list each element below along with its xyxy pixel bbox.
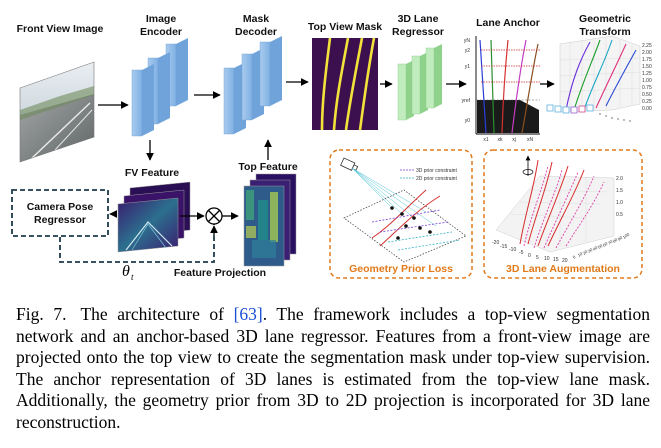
mask-decoder-label-1: Mask bbox=[243, 13, 269, 25]
lane-regressor-block bbox=[397, 44, 442, 121]
aug-z-tick-1: 10 bbox=[577, 251, 584, 258]
figure-number: Fig. 7. bbox=[16, 304, 67, 324]
theta-dashed-path bbox=[59, 224, 215, 263]
figure-caption: Fig. 7. The architecture of [63]. The fra… bbox=[16, 304, 650, 434]
aug-z-tick-8: 80 bbox=[612, 237, 619, 244]
geometry-prior-loss-panel: 3D prior constraint 2D prior constraint bbox=[329, 149, 473, 279]
camera-pose-regressor-box bbox=[11, 189, 109, 237]
aug-z-tick-10: 100 bbox=[622, 231, 631, 239]
lane-augmentation-panel: 2.0 1.5 1.0 0.5 -20 -15 -10 -5 0 5 10 15… bbox=[483, 149, 643, 279]
top-view-mask-image bbox=[312, 37, 378, 131]
fv-feature-label: FV Feature bbox=[125, 167, 179, 179]
aug-x-tick-2: -10 bbox=[509, 247, 516, 253]
aug-x-tick-3: -5 bbox=[519, 250, 524, 256]
aug-z-tick-7: 70 bbox=[607, 239, 614, 246]
lane-augmentation-label: 3D Lane Augmentation bbox=[506, 263, 620, 275]
geo-tick-3: 1.50 bbox=[642, 64, 652, 70]
geometric-transform-plot: 2.25 2.00 1.75 1.50 1.25 1.00 0.75 0.50 … bbox=[546, 35, 652, 122]
mask-decoder-block bbox=[223, 36, 282, 135]
anchor-y-tick-N: yN bbox=[464, 38, 471, 44]
feature-projection-label: Feature Projection bbox=[174, 267, 266, 279]
aug-x-tick-6: 10 bbox=[544, 256, 550, 262]
aug-z-tick-9: 90 bbox=[617, 235, 624, 242]
anchor-x-tick-k: xk bbox=[498, 137, 504, 143]
anchor-y-tick-1: y1 bbox=[465, 64, 471, 70]
front-view-image bbox=[19, 61, 95, 163]
theta-symbol: θ bbox=[122, 263, 130, 280]
aug-z-tick-2: 20 bbox=[582, 249, 589, 256]
geo-tick-1: 2.00 bbox=[642, 50, 652, 56]
anchor-y-tick-ref: yref bbox=[462, 98, 471, 104]
aug-z-tick-0: 0 bbox=[572, 254, 577, 260]
image-encoder-block bbox=[131, 38, 188, 137]
geo-tick-6: 0.75 bbox=[642, 85, 652, 91]
anchor-x-tick-1: x1 bbox=[483, 137, 489, 143]
image-encoder-label-1: Image bbox=[146, 13, 177, 25]
camera-pose-label-2: Regressor bbox=[34, 214, 86, 226]
top-feature-maps bbox=[243, 173, 297, 267]
top-feature-label: Top Feature bbox=[238, 161, 297, 173]
prior-legend-3d: 3D prior constraint bbox=[416, 168, 457, 174]
anchor-x-tick-j: xj bbox=[512, 137, 516, 143]
aug-z-tick-5: 50 bbox=[597, 243, 604, 250]
caption-text-after-ref: . The framework includes a top-view segm… bbox=[16, 304, 650, 432]
geo-tick-9: 0.00 bbox=[642, 106, 652, 112]
aug-z-tick-4: 40 bbox=[592, 245, 599, 252]
geometry-prior-loss-label: Geometry Prior Loss bbox=[349, 263, 453, 275]
fv-feature-maps bbox=[117, 181, 191, 253]
lane-regressor-label-1: 3D Lane bbox=[398, 13, 439, 25]
geo-tick-5: 1.00 bbox=[642, 78, 652, 84]
caption-text-before-ref: The architecture of bbox=[80, 304, 234, 324]
lane-anchor-plot: yN y2 y1 yref y0 x1 xk xj xN bbox=[462, 36, 540, 143]
aug-x-tick-8: 20 bbox=[562, 258, 568, 264]
aug-y-tick-0: 2.0 bbox=[616, 176, 623, 182]
aug-x-tick-7: 15 bbox=[553, 257, 559, 263]
aug-x-tick-4: 0 bbox=[528, 253, 531, 259]
citation-link[interactable]: [63] bbox=[233, 304, 263, 324]
front-view-image-label: Front View Image bbox=[17, 23, 104, 35]
aug-x-tick-5: 5 bbox=[536, 255, 539, 261]
geometric-transform-label-2: Transform bbox=[579, 26, 630, 38]
lane-anchor-label: Lane Anchor bbox=[476, 17, 540, 29]
aug-x-tick-0: -20 bbox=[492, 240, 499, 246]
prior-legend-2d: 2D prior constraint bbox=[416, 176, 457, 182]
anchor-x-tick-N: xN bbox=[527, 137, 534, 143]
anchor-y-tick-2: y2 bbox=[465, 48, 471, 54]
geo-tick-8: 0.25 bbox=[642, 99, 652, 105]
anchor-y-tick-0: y0 bbox=[465, 118, 471, 124]
aug-x-tick-1: -15 bbox=[500, 244, 507, 250]
aug-z-tick-6: 60 bbox=[602, 241, 609, 248]
geometric-transform-label-1: Geometric bbox=[579, 13, 631, 25]
aug-y-tick-1: 1.5 bbox=[616, 188, 623, 194]
lane-regressor-label-2: Regressor bbox=[392, 26, 444, 38]
theta-subscript: t bbox=[131, 272, 134, 282]
geo-tick-2: 1.75 bbox=[642, 57, 652, 63]
architecture-figure: Front View Image Image Encoder Mask Deco… bbox=[11, 13, 652, 282]
geo-tick-0: 2.25 bbox=[642, 43, 652, 49]
top-view-mask-label: Top View Mask bbox=[308, 21, 382, 33]
aug-z-tick-3: 30 bbox=[587, 247, 594, 254]
geo-tick-7: 0.50 bbox=[642, 92, 652, 98]
image-encoder-label-2: Encoder bbox=[140, 26, 182, 38]
projection-operator-icon bbox=[205, 207, 223, 225]
aug-y-tick-2: 1.0 bbox=[616, 200, 623, 206]
mask-decoder-label-2: Decoder bbox=[235, 26, 277, 38]
geo-tick-4: 1.25 bbox=[642, 71, 652, 77]
camera-pose-label-1: Camera Pose bbox=[27, 201, 94, 213]
aug-y-tick-3: 0.5 bbox=[616, 212, 623, 218]
